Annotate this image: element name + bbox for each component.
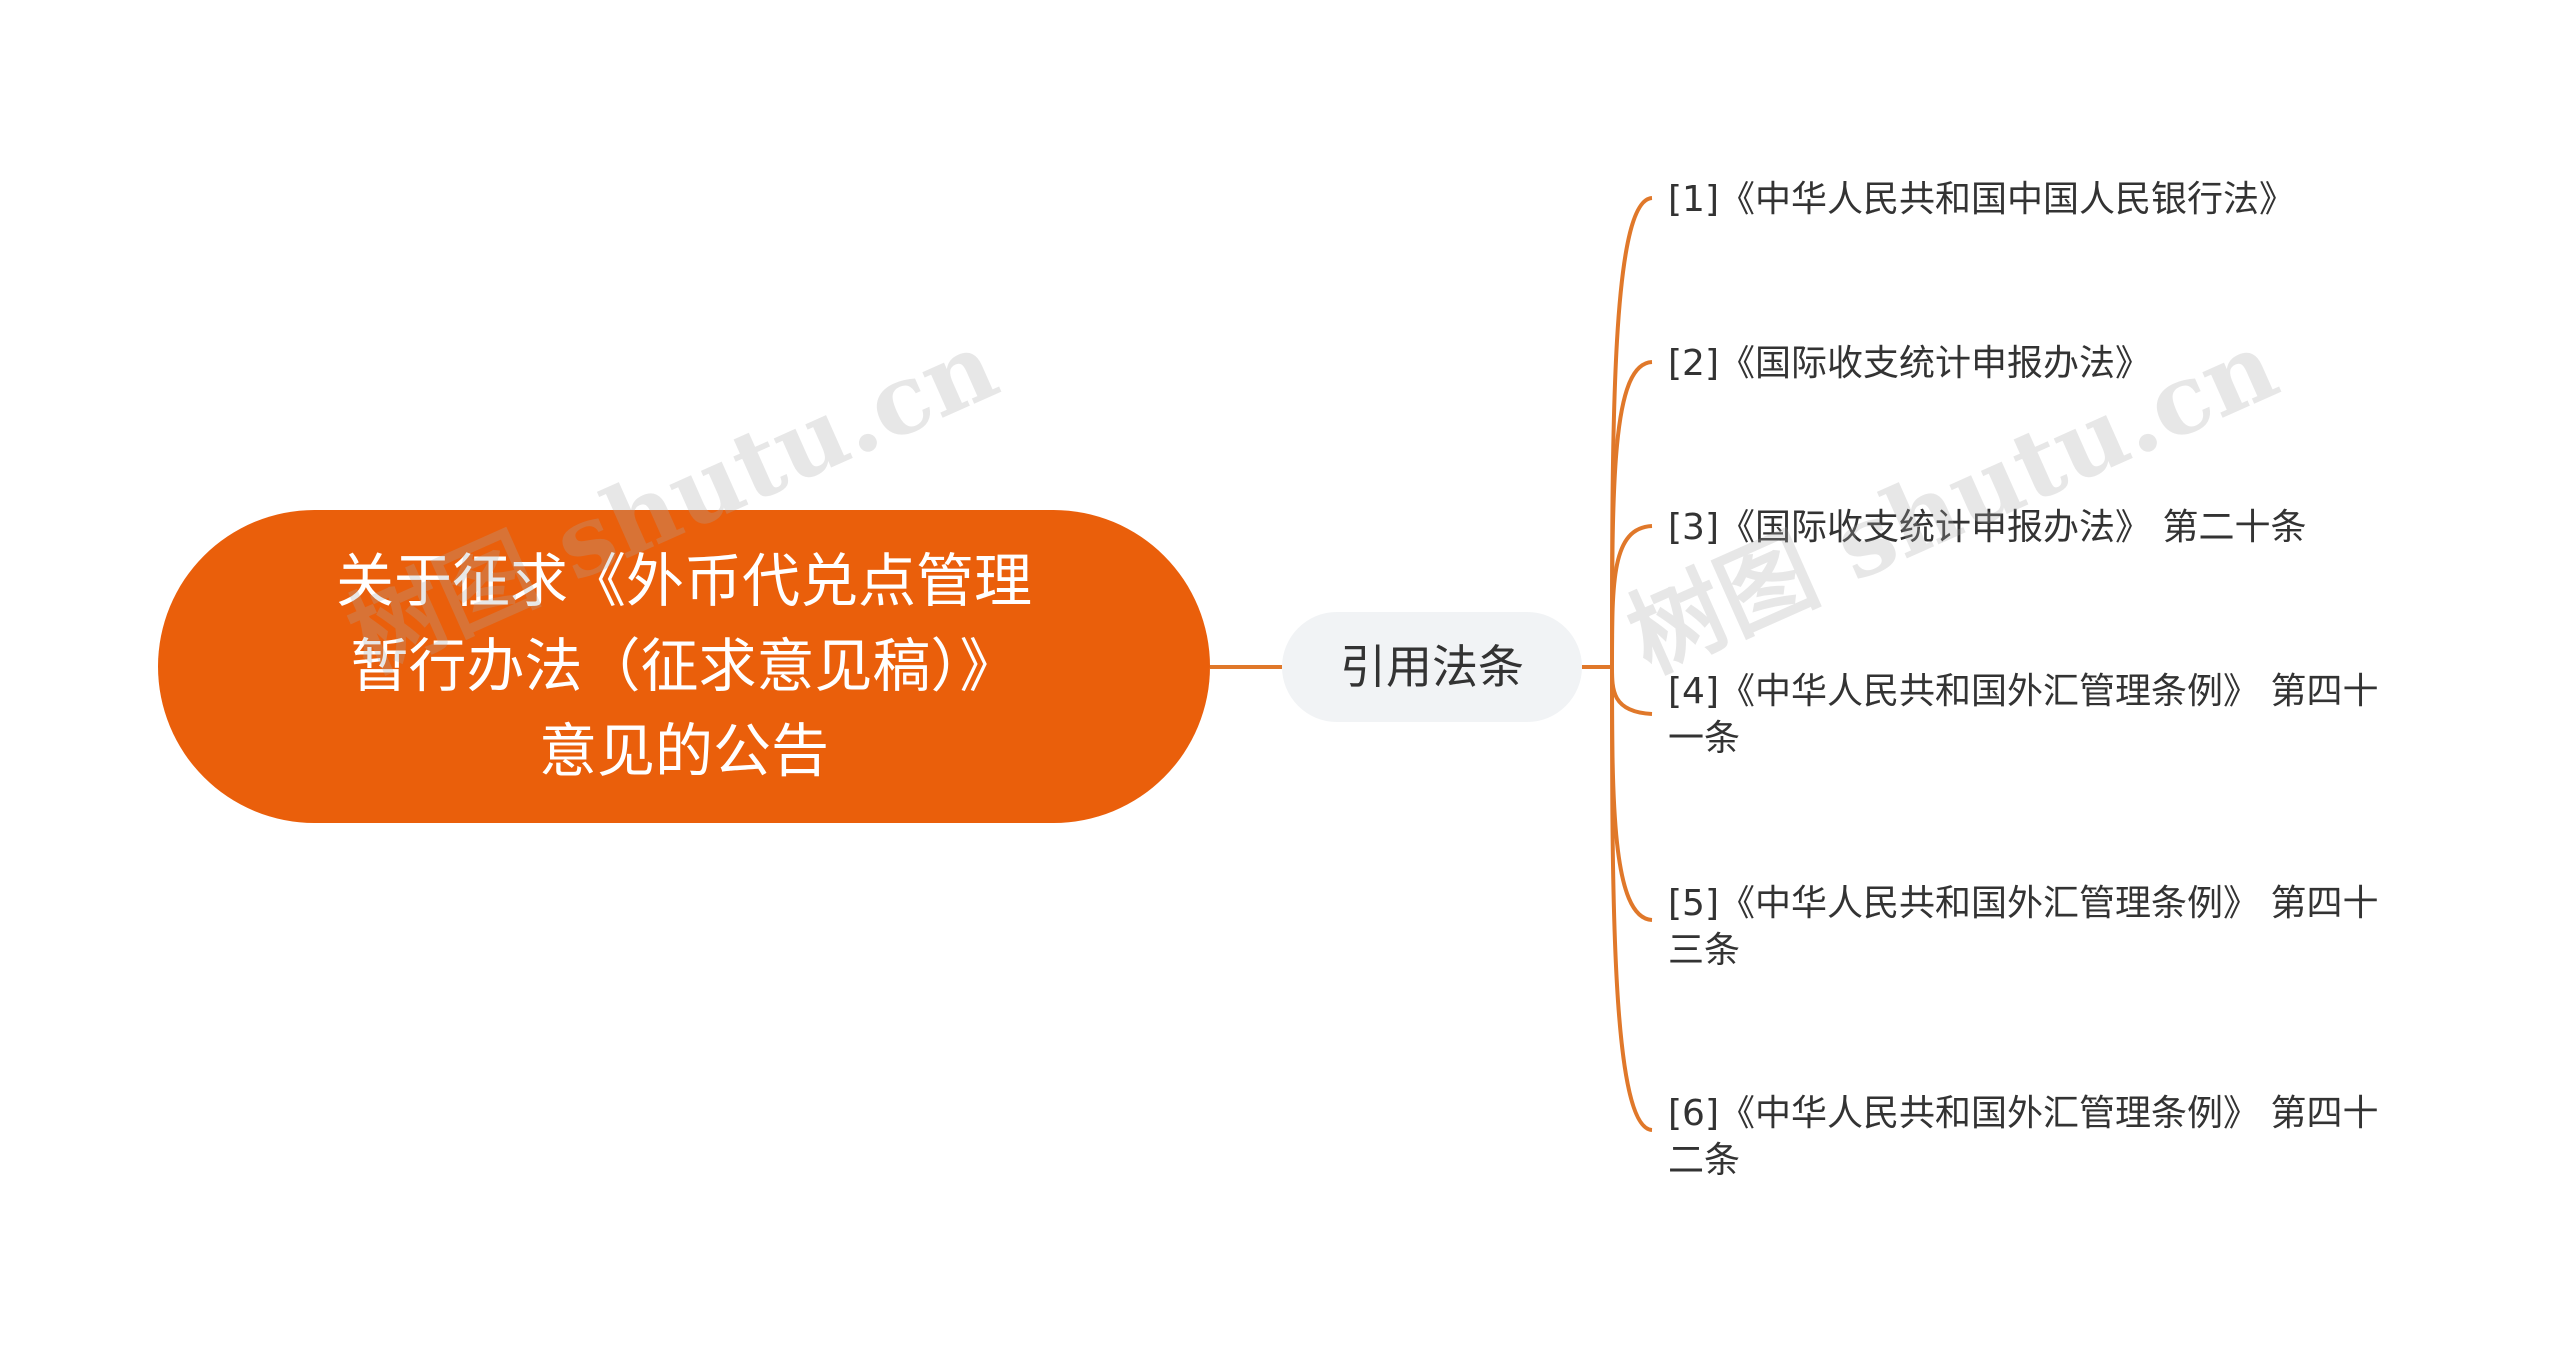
leaf-connector-6 bbox=[1610, 666, 1653, 1132]
leaf-connector-2 bbox=[1610, 360, 1653, 668]
leaf-connector-5 bbox=[1610, 666, 1653, 922]
branch-topic-label: 引用法条 bbox=[1340, 640, 1524, 694]
leaf-connector-4 bbox=[1610, 666, 1653, 716]
leaf-topic-2[interactable]: [2]《国际收支统计申报办法》 bbox=[1668, 343, 2151, 384]
leaf-connector-3 bbox=[1610, 524, 1653, 668]
leaf-topic-6[interactable]: [6]《中华人民共和国外汇管理条例》 第四十二条 bbox=[1668, 1093, 2379, 1181]
leaf-topic-3[interactable]: [3]《国际收支统计申报办法》 第二十条 bbox=[1668, 507, 2307, 548]
root-topic-label: 关于征求《外币代兑点管理暂行办法（征求意见稿）》意见的公告 bbox=[335, 547, 1032, 785]
leaf-topic-5[interactable]: [5]《中华人民共和国外汇管理条例》 第四十三条 bbox=[1668, 883, 2379, 971]
leaf-topic-1[interactable]: [1]《中华人民共和国中国人民银行法》 bbox=[1668, 179, 2295, 220]
root-topic-node[interactable]: 关于征求《外币代兑点管理暂行办法（征求意见稿）》意见的公告 bbox=[158, 510, 1210, 823]
leaf-topic-4[interactable]: [4]《中华人民共和国外汇管理条例》 第四十一条 bbox=[1668, 671, 2379, 759]
branch-topic-node[interactable]: 引用法条 bbox=[1282, 612, 1582, 722]
